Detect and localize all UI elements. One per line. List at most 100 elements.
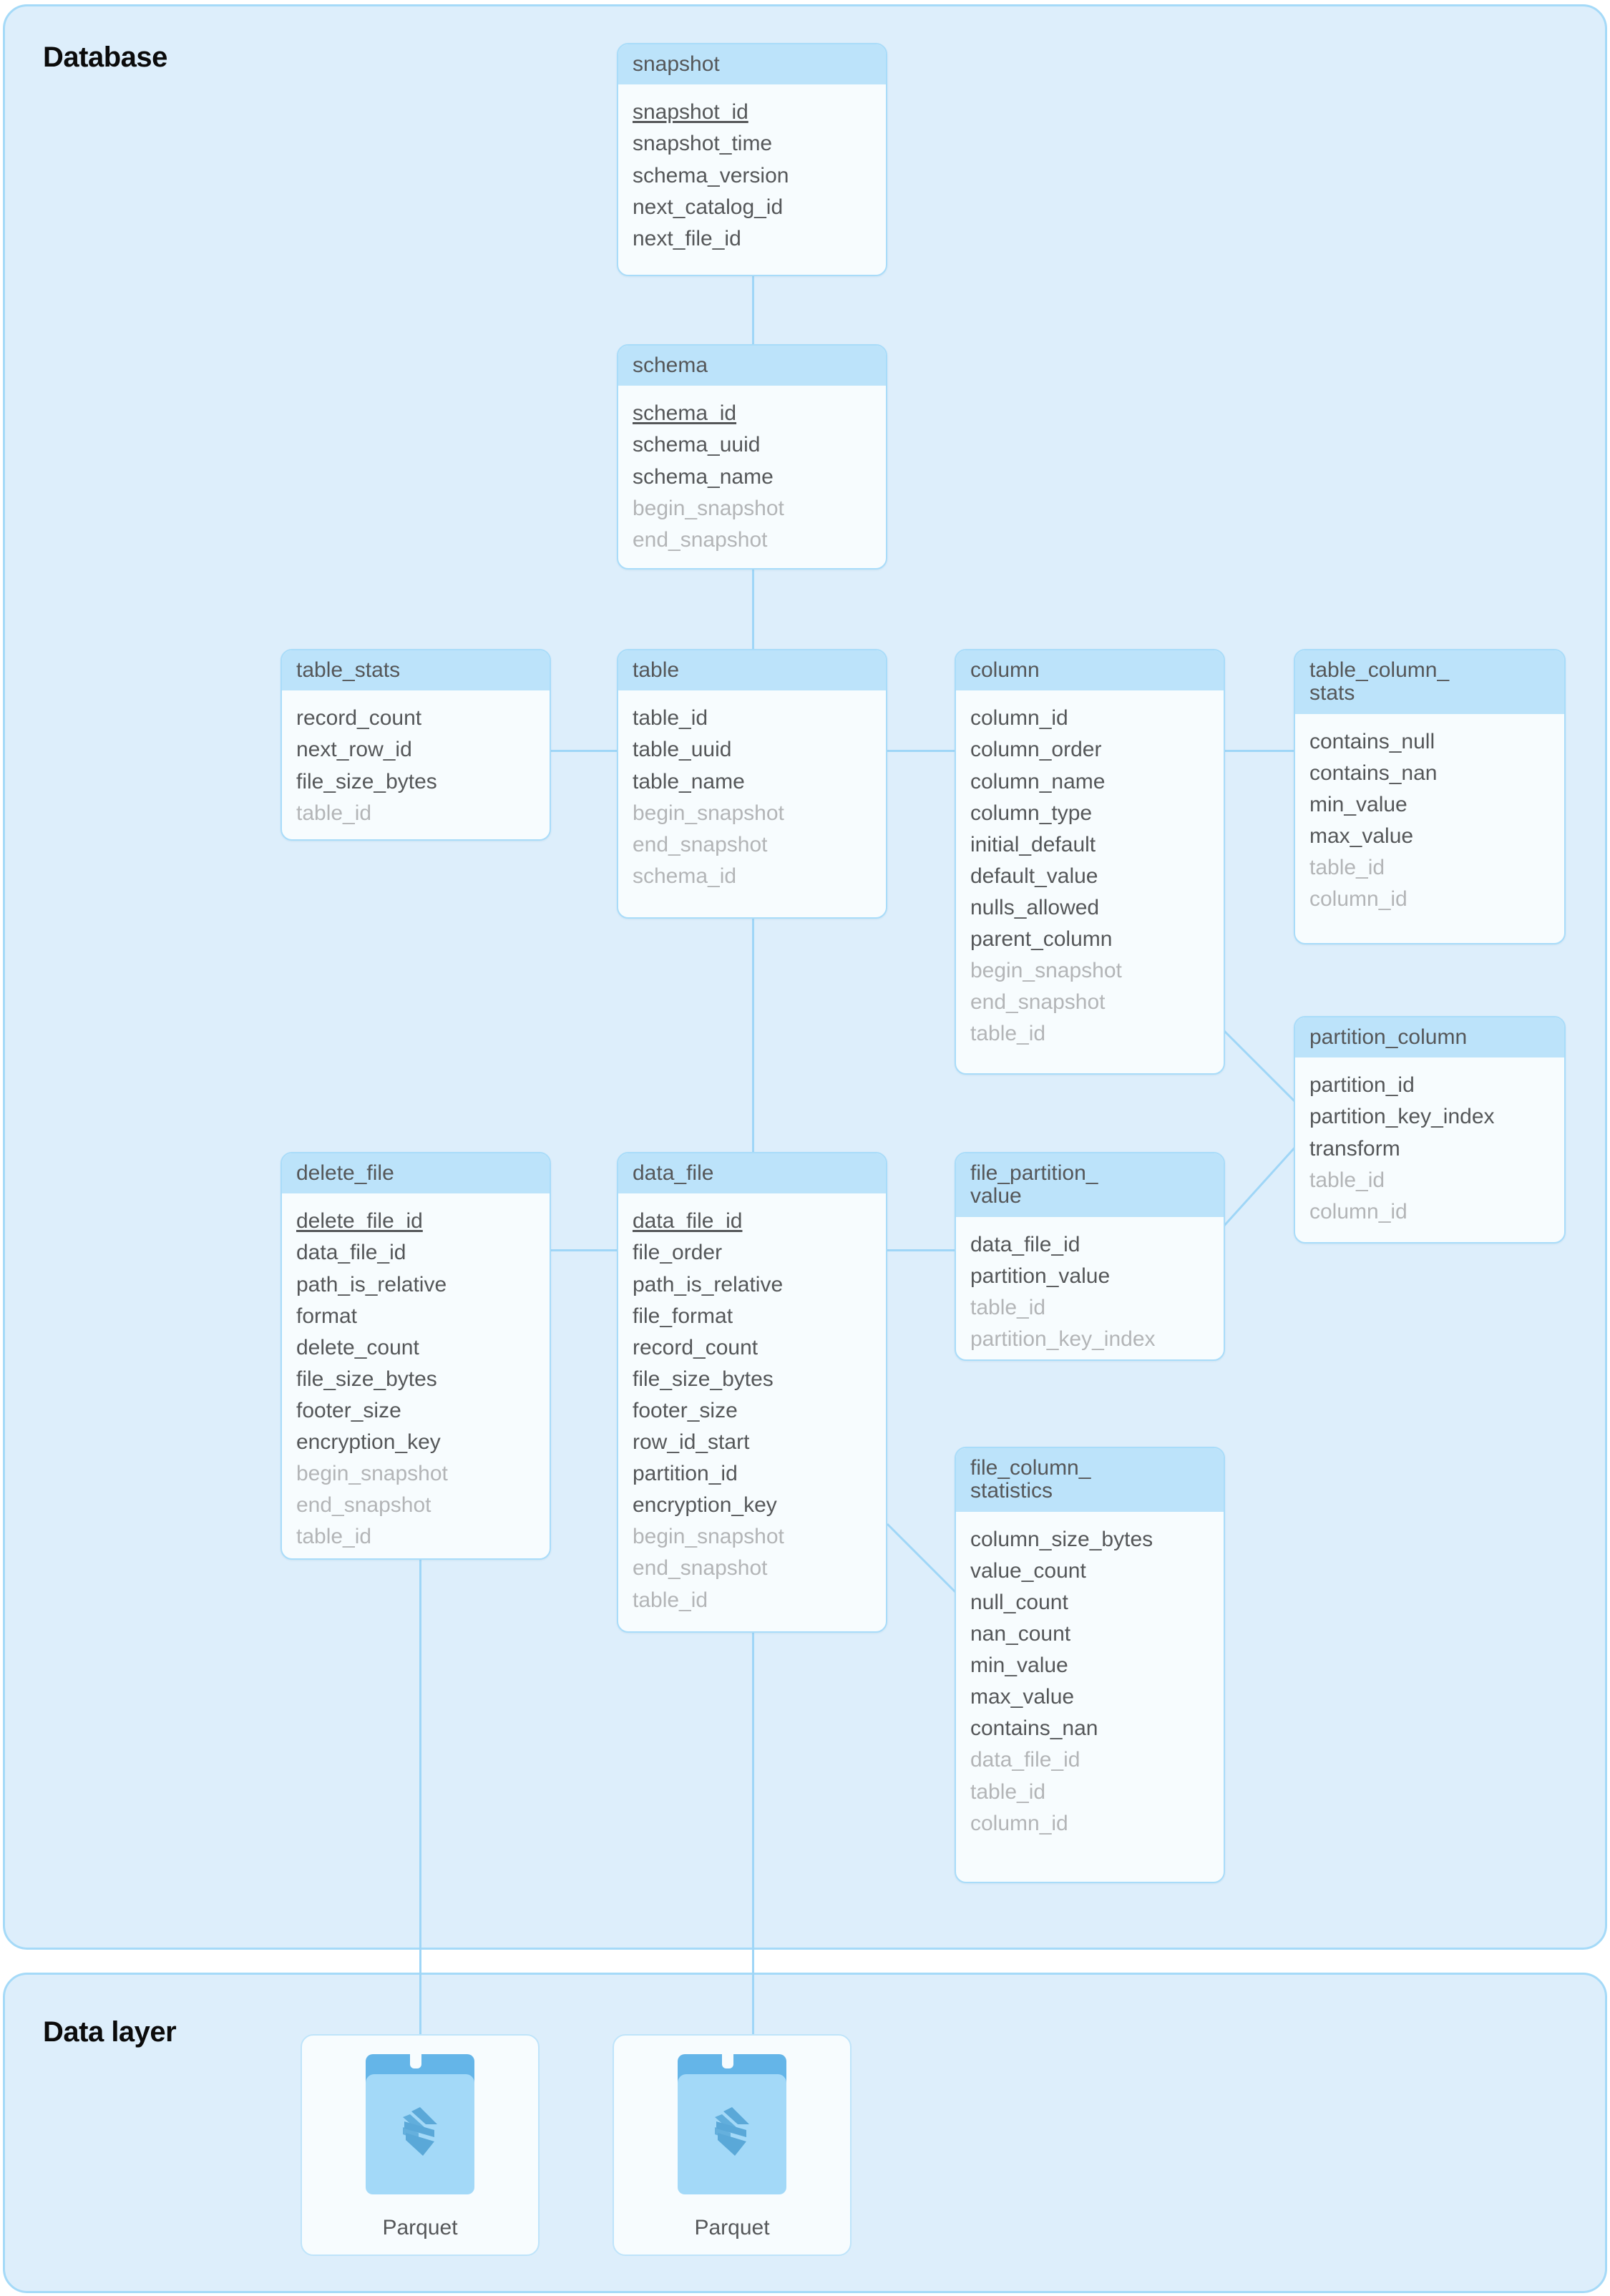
field: contains_null xyxy=(1309,729,1435,753)
field: next_file_id xyxy=(633,226,741,250)
entity-table-column-stats[interactable]: table_column_ stats contains_null contai… xyxy=(1294,649,1566,944)
field: table_uuid xyxy=(633,738,732,762)
field: data_file_id xyxy=(970,1748,1080,1772)
field: record_count xyxy=(633,1335,758,1359)
field: table_id xyxy=(633,1588,708,1612)
field: schema_name xyxy=(633,464,774,489)
field: default_value xyxy=(970,864,1098,888)
edge-deletefile-datafile xyxy=(550,1249,618,1251)
field: path_is_relative xyxy=(296,1272,447,1296)
field: value_count xyxy=(970,1558,1086,1583)
entity-delete-file[interactable]: delete_file delete_file_id data_file_id … xyxy=(280,1152,551,1560)
field: table_id xyxy=(296,1525,372,1549)
parquet-file-card[interactable]: Parquet xyxy=(613,2034,852,2256)
entity-table[interactable]: table table_id table_uuid table_name beg… xyxy=(617,649,887,919)
field: begin_snapshot xyxy=(296,1462,448,1486)
field: delete_count xyxy=(296,1335,419,1359)
edge-column-tablecolumnstats xyxy=(1224,750,1297,752)
field: contains_nan xyxy=(1309,761,1438,785)
field: schema_id xyxy=(633,401,737,426)
field: column_type xyxy=(970,801,1093,825)
edge-table-column xyxy=(886,750,959,752)
field: partition_value xyxy=(970,1264,1111,1288)
parquet-logo-icon xyxy=(403,2107,437,2156)
field: table_id xyxy=(296,801,372,825)
entity-partition-column[interactable]: partition_column partition_id partition_… xyxy=(1294,1016,1566,1244)
field: schema_version xyxy=(633,163,789,187)
edge-filepartitionvalue-partitioncolumn xyxy=(1215,1136,1305,1236)
field: table_name xyxy=(633,769,745,793)
field: max_value xyxy=(970,1685,1075,1709)
parquet-file-label: Parquet xyxy=(694,2216,770,2239)
entity-delete-file-title: delete_file xyxy=(282,1153,550,1194)
field: row_id_start xyxy=(633,1430,750,1455)
parquet-file-card[interactable]: Parquet xyxy=(301,2034,540,2256)
field: begin_snapshot xyxy=(970,959,1122,983)
field: encryption_key xyxy=(633,1493,777,1518)
field: column_id xyxy=(970,706,1068,731)
field: data_file_id xyxy=(970,1232,1080,1256)
entity-table-stats-fields: record_count next_row_id file_size_bytes… xyxy=(282,690,550,839)
field: end_snapshot xyxy=(633,832,768,856)
entity-snapshot-title: snapshot xyxy=(618,44,886,85)
field: end_snapshot xyxy=(633,527,768,552)
field: column_id xyxy=(1309,1199,1407,1223)
field: file_size_bytes xyxy=(296,1367,437,1391)
field: begin_snapshot xyxy=(633,1525,784,1549)
field: data_file_id xyxy=(633,1209,743,1234)
field: column_id xyxy=(970,1811,1068,1835)
field: file_order xyxy=(633,1241,723,1265)
entity-column[interactable]: column column_id column_order column_nam… xyxy=(955,649,1225,1075)
field: file_size_bytes xyxy=(296,769,437,793)
field: snapshot_id xyxy=(633,100,748,124)
edge-table-datafile xyxy=(752,918,754,1154)
field: end_snapshot xyxy=(970,990,1106,1015)
entity-partition-column-fields: partition_id partition_key_index transfo… xyxy=(1295,1057,1564,1240)
field: partition_key_index xyxy=(970,1327,1156,1352)
entity-data-file-fields: data_file_id file_order path_is_relative… xyxy=(618,1193,886,1628)
entity-file-partition-value[interactable]: file_partition_ value data_file_id parti… xyxy=(955,1152,1225,1361)
entity-delete-file-fields: delete_file_id data_file_id path_is_rela… xyxy=(282,1193,550,1558)
field: data_file_id xyxy=(296,1241,406,1265)
field: schema_uuid xyxy=(633,433,761,457)
field: table_id xyxy=(633,706,708,731)
entity-table-stats[interactable]: table_stats record_count next_row_id fil… xyxy=(280,649,551,841)
field: table_id xyxy=(970,1022,1046,1046)
field: initial_default xyxy=(970,832,1096,856)
edge-column-partitioncolumn xyxy=(1215,1022,1305,1112)
entity-snapshot-fields: snapshot_id snapshot_time schema_version… xyxy=(618,84,886,267)
field: transform xyxy=(1309,1136,1400,1161)
field: table_id xyxy=(1309,1168,1385,1192)
field: delete_file_id xyxy=(296,1209,423,1234)
entity-snapshot[interactable]: snapshot snapshot_id snapshot_time schem… xyxy=(617,43,887,276)
parquet-folder-icon xyxy=(366,2054,474,2194)
edge-snapshot-schema xyxy=(752,275,754,344)
group-database xyxy=(3,4,1607,1950)
entity-file-column-statistics[interactable]: file_column_ statistics column_size_byte… xyxy=(955,1447,1225,1883)
entity-schema-title: schema xyxy=(618,346,886,386)
entity-file-column-statistics-title: file_column_ statistics xyxy=(956,1448,1224,1512)
entity-partition-column-title: partition_column xyxy=(1295,1017,1564,1058)
field: column_order xyxy=(970,738,1102,762)
entity-table-column-stats-title: table_column_ stats xyxy=(1295,650,1564,714)
edge-schema-table xyxy=(752,569,754,650)
entity-table-fields: table_id table_uuid table_name begin_sna… xyxy=(618,690,886,905)
edge-tablestats-table xyxy=(550,750,618,752)
field: table_id xyxy=(970,1779,1046,1804)
field: column_size_bytes xyxy=(970,1527,1153,1551)
field: parent_column xyxy=(970,927,1113,952)
entity-column-fields: column_id column_order column_name colum… xyxy=(956,690,1224,1062)
entity-schema[interactable]: schema schema_id schema_uuid schema_name… xyxy=(617,344,887,570)
field: contains_nan xyxy=(970,1716,1098,1741)
edge-datafile-filecolumnstatistics xyxy=(886,1523,960,1597)
field: partition_id xyxy=(633,1462,738,1486)
field: null_count xyxy=(970,1590,1068,1614)
field: encryption_key xyxy=(296,1430,441,1455)
field: snapshot_time xyxy=(633,132,773,156)
field: nulls_allowed xyxy=(970,895,1100,919)
field: footer_size xyxy=(296,1398,401,1422)
entity-table-column-stats-fields: contains_null contains_nan min_value max… xyxy=(1295,714,1564,929)
entity-file-partition-value-fields: data_file_id partition_value table_id pa… xyxy=(956,1217,1224,1359)
entity-data-file[interactable]: data_file data_file_id file_order path_i… xyxy=(617,1152,887,1633)
